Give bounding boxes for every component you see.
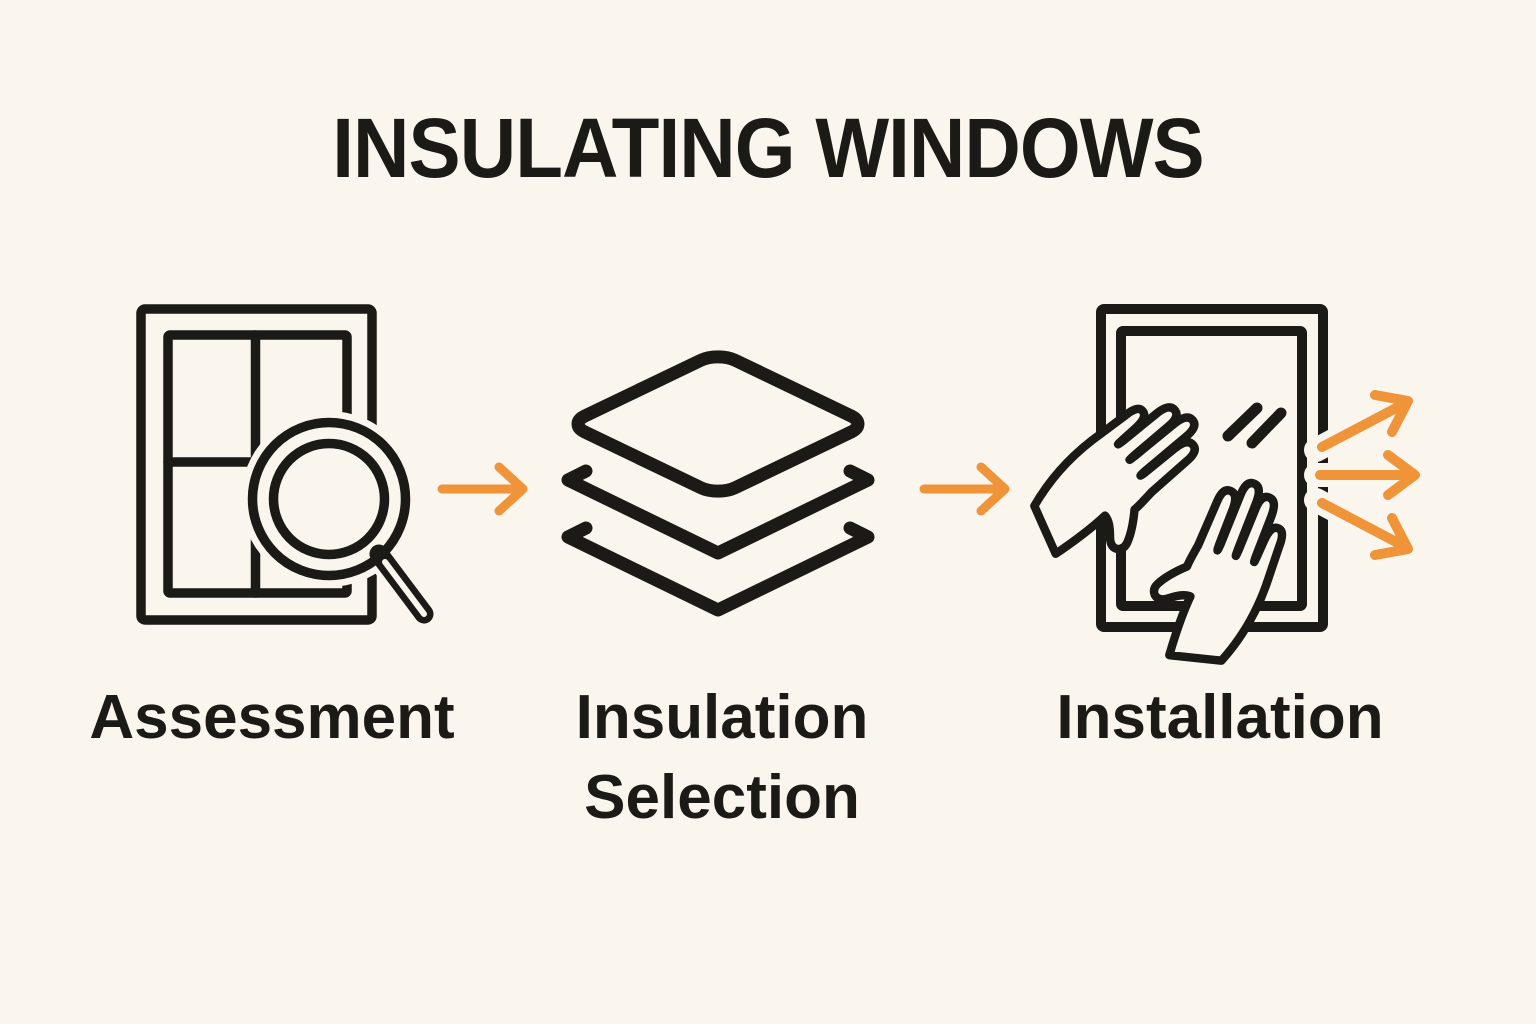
escape-arrow-down [1317, 498, 1413, 560]
insulation-layers-icon [554, 352, 882, 617]
window-magnifier-icon [136, 304, 447, 638]
arrow-head [976, 462, 1010, 516]
arrow-head [494, 462, 528, 516]
step-label-installation: Installation [1056, 683, 1384, 752]
layer-bottom [561, 521, 875, 617]
step-label-assessment: Assessment [89, 683, 455, 752]
layer-top [568, 352, 868, 496]
escape-arrow-middle [1315, 450, 1420, 500]
heat-escape-arrows-icon [1304, 390, 1420, 560]
step-label-insulation-selection: Insulation Selection [575, 683, 869, 832]
hands-window-icon [1015, 304, 1328, 679]
page-title: INSULATING WINDOWS [332, 101, 1204, 195]
glass-shine-mark [1246, 407, 1287, 449]
flow-arrow-1-icon [437, 462, 528, 516]
magnifier-handle-center [382, 559, 427, 617]
magnifier-lens-outer [247, 417, 411, 581]
layer-middle [561, 464, 875, 560]
flow-arrow-2-icon [919, 462, 1010, 516]
hand-right-icon [1133, 464, 1300, 679]
magnifier-lens-inner [268, 438, 390, 560]
glass-shine-mark [1222, 402, 1263, 442]
escape-arrow-up [1317, 390, 1413, 452]
